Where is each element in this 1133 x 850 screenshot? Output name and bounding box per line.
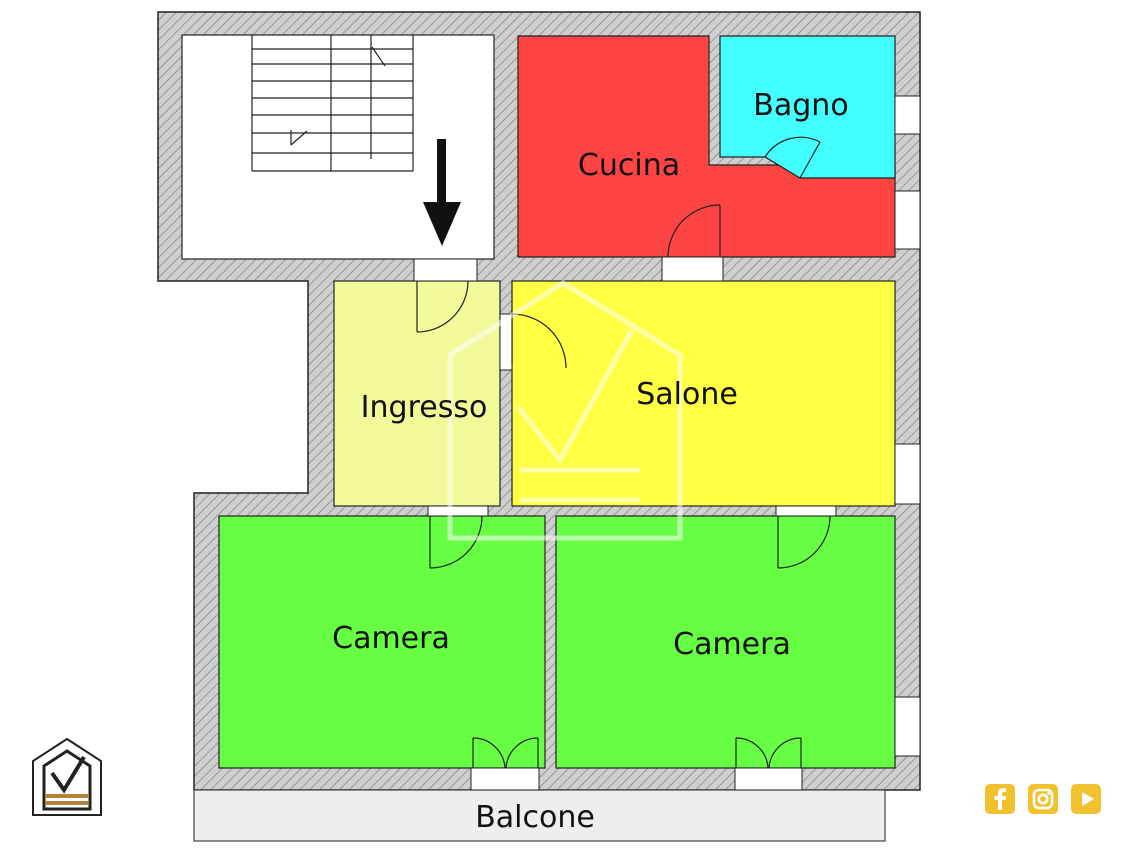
label-ingresso: Ingresso: [361, 390, 488, 425]
room-camera-2: [555, 515, 896, 769]
room-balcone: [193, 789, 886, 842]
door-swings: [416, 136, 831, 769]
label-salone: Salone: [636, 377, 738, 412]
label-camera-1: Camera: [332, 621, 450, 656]
facebook-icon[interactable]: [985, 784, 1015, 814]
label-balcone: Balcone: [475, 800, 595, 835]
label-camera-2: Camera: [673, 627, 791, 662]
youtube-icon[interactable]: [1071, 784, 1101, 814]
label-cucina: Cucina: [578, 148, 680, 183]
windows: [894, 95, 921, 757]
staircase: [251, 35, 414, 172]
watermark-logo: [447, 280, 683, 541]
instagram-icon[interactable]: [1028, 784, 1058, 814]
room-camera-1: [218, 515, 546, 769]
house-check-logo: [32, 737, 102, 816]
label-bagno: Bagno: [753, 88, 848, 123]
down-arrow-icon: [423, 139, 461, 246]
